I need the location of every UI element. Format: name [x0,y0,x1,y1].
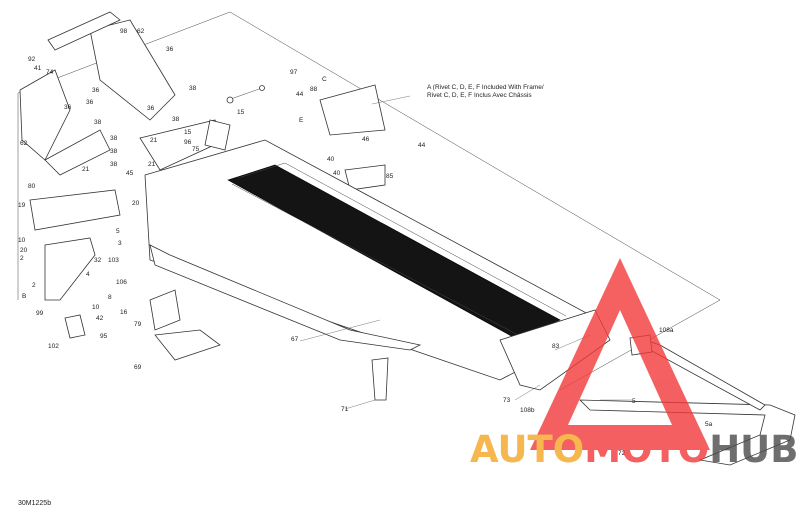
callout: 21 [148,161,156,168]
callout: 36 [64,104,72,111]
note-line-1: A (Rivet C, D, E, F Included With Frame/ [427,84,544,91]
callout: 74 [46,69,54,76]
callout: 44 [418,142,426,149]
callout: 3 [118,240,122,247]
callout: 38 [110,161,118,168]
callout: 73 [503,397,511,404]
callout: 85 [386,173,394,180]
svg-text:AUTOMOTOHUB: AUTOMOTOHUB [470,428,798,471]
callout: 8 [108,294,112,301]
callout: 44 [296,91,304,98]
callout: 40 [333,170,341,177]
watermark-moto: MOTO [584,428,709,471]
callout: 36 [86,99,94,106]
callout: B [22,293,26,300]
callout: 40 [327,156,335,163]
callout: 88 [310,86,318,93]
callout: 10 [92,304,100,311]
callout: 38 [94,119,102,126]
rivet-note: A (Rivet C, D, E, F Included With Frame/… [427,84,544,99]
watermark-auto: AUTO [470,428,584,471]
callout: 36 [92,87,100,94]
callout: 20 [132,200,140,207]
callout: 72 [618,450,626,457]
callout: 38 [110,148,118,155]
callout: 5a [705,421,713,428]
callout: 62 [20,140,28,147]
callout: 92 [28,56,36,63]
callout: 2 [32,282,36,289]
watermark-triangle-icon [530,258,710,450]
callout: 21 [82,166,90,173]
callout: 103 [108,257,119,264]
callout: 108b [520,407,535,414]
callout: 5 [632,398,636,405]
callout: 10 [18,237,26,244]
callout: 20 [20,247,28,254]
callout: 41 [34,65,42,72]
callout: 71 [341,406,349,413]
callout: 75 [192,146,200,153]
callout: 108a [659,327,674,334]
callout: 62 [137,28,145,35]
callout: 32 [94,257,102,264]
callout: 4 [86,271,90,278]
callout: 38 [189,85,197,92]
callout: 21 [150,137,158,144]
callout: 2 [20,255,24,262]
callout: 69 [134,364,142,371]
callout: 15 [237,109,245,116]
callout: 102 [48,343,59,350]
tunnel-assembly [144,139,611,391]
callout: 97 [290,69,298,76]
callout: 46 [362,136,370,143]
callout: C [322,76,327,83]
callout-labels: 98 62 36 92 41 74 36 36 38 62 38 38 38 3… [18,28,713,457]
callout: 45 [126,170,134,177]
callout: 67 [291,336,299,343]
callout: 79 [134,321,142,328]
drawing-code: 30M1225b [18,500,51,507]
callout: 98 [120,28,128,35]
callout: 36 [147,105,155,112]
callout: 99 [36,310,44,317]
callout: 95 [100,333,108,340]
callout: 80 [28,183,36,190]
note-line-2: Rivet C, D, E, F Inclus Avec Châssis [427,92,532,99]
callout: 19 [18,202,26,209]
callout: 42 [96,315,104,322]
callout: 96 [184,139,192,146]
watermark-logo: AUTOMOTOHUB [470,258,798,471]
callout: 38 [110,135,118,142]
callout: 15 [184,129,192,136]
callout: 36 [166,46,174,53]
front-frame-assembly [19,11,389,401]
callout: 16 [120,309,128,316]
callout: 38 [172,116,180,123]
callout: 106 [116,279,127,286]
callout: 5 [116,228,120,235]
callout: E [299,117,304,124]
watermark-hub: HUB [709,428,798,471]
callout: 83 [552,343,560,350]
